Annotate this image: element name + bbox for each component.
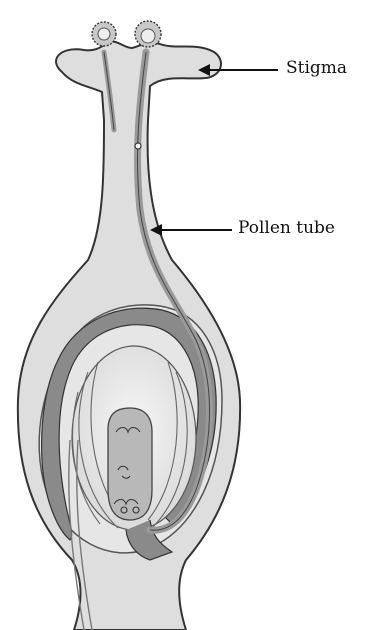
leader-stigma [198,64,278,76]
label-stigma: Stigma [286,58,347,78]
leader-pollen-tube [150,224,232,236]
pollen-grain-left [92,22,116,46]
tube-nucleus [135,143,141,149]
pollen-grain-right [135,21,161,47]
label-pollen-tube: Pollen tube [238,218,335,238]
